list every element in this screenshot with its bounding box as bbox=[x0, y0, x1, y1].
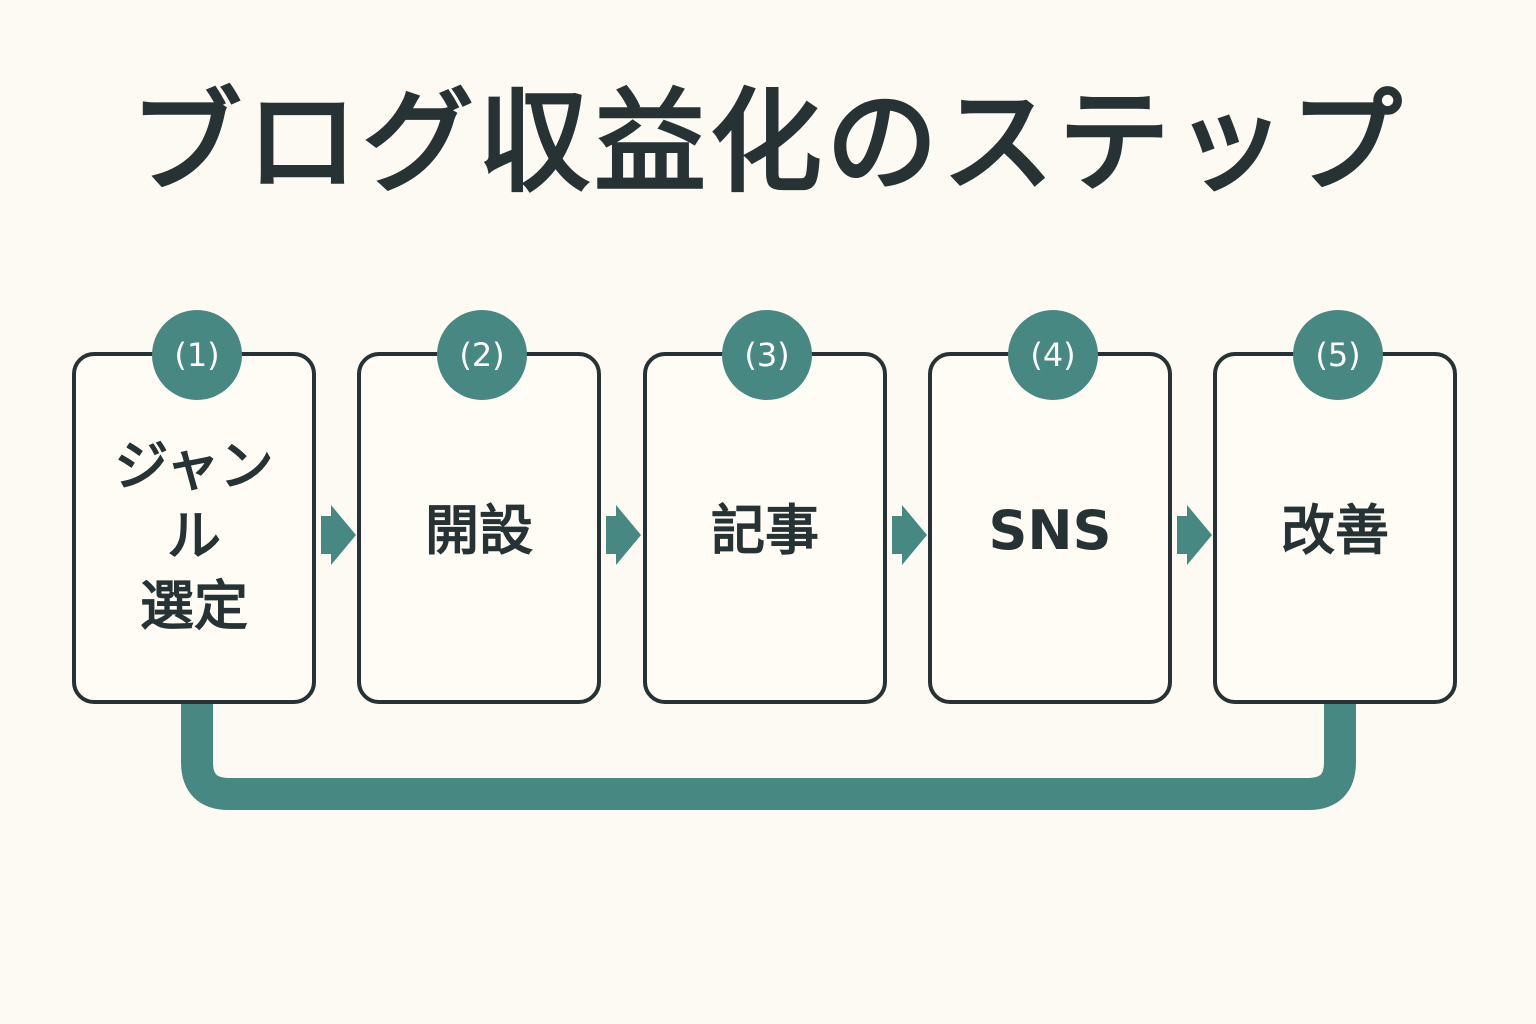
step-label: SNS bbox=[988, 498, 1112, 562]
step-card-2: 開設 bbox=[357, 352, 601, 704]
step-number-badge: (3) bbox=[722, 310, 812, 400]
step-label: 改善 bbox=[1281, 498, 1389, 562]
step-number-badge: (1) bbox=[152, 310, 242, 400]
feedback-loop-line bbox=[181, 700, 1356, 810]
step-number-badge: (5) bbox=[1293, 310, 1383, 400]
step-label: ジャンル 選定 bbox=[114, 434, 274, 638]
step-card-4: SNS bbox=[928, 352, 1172, 704]
step-number-badge: (4) bbox=[1008, 310, 1098, 400]
arrow-3-4 bbox=[892, 505, 927, 565]
step-number-badge: (2) bbox=[437, 310, 527, 400]
step-card-1: ジャンル 選定 bbox=[72, 352, 316, 704]
step-card-3: 記事 bbox=[643, 352, 887, 704]
arrow-1-2 bbox=[321, 505, 356, 565]
step-card-5: 改善 bbox=[1213, 352, 1457, 704]
page-title: ブログ収益化のステップ bbox=[130, 78, 1406, 208]
arrow-4-5 bbox=[1177, 505, 1212, 565]
step-label: 開設 bbox=[425, 498, 533, 562]
step-label: 記事 bbox=[711, 498, 819, 562]
arrow-2-3 bbox=[606, 505, 641, 565]
